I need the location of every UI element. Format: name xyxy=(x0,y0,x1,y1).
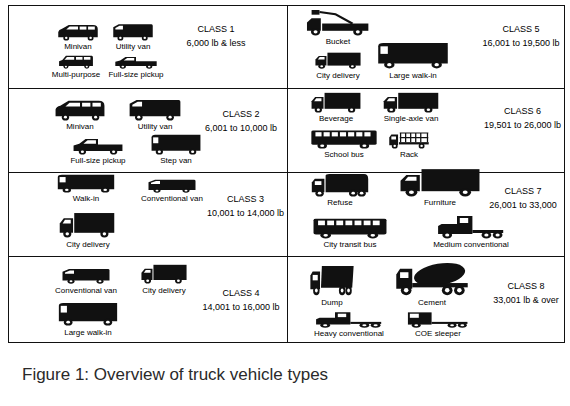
vehicle-label: Beverage xyxy=(319,114,353,124)
van-icon xyxy=(63,269,110,284)
vehicle-label: Refuse xyxy=(327,198,352,208)
delivery-truck-icon xyxy=(141,265,186,284)
weight-range: 10,001 to 14,000 lb xyxy=(207,206,284,220)
weight-range: 14,001 to 16,000 lb xyxy=(202,300,279,314)
van-icon xyxy=(130,100,181,121)
weight-range: 6,000 lb & less xyxy=(186,36,245,50)
vehicle-label: School bus xyxy=(324,150,364,160)
weight-range: 26,001 to 33,000 xyxy=(489,198,557,212)
tractor-icon xyxy=(316,312,381,327)
weight-range: 19,501 to 26,000 lb xyxy=(484,118,561,132)
dump-truck-icon xyxy=(310,266,353,295)
class-name: CLASS 3 xyxy=(207,192,284,206)
vehicle-label: Minivan xyxy=(64,42,92,52)
class-text-block: CLASS 833,001 lb & over xyxy=(493,279,559,307)
vehicle-icons xyxy=(56,10,504,328)
class-text-block: CLASS 310,001 to 14,000 lb xyxy=(207,192,284,220)
pickup-icon xyxy=(74,139,123,155)
class-text-block: CLASS 16,000 lb & less xyxy=(186,22,245,50)
class-text-block: CLASS 414,001 to 16,000 lb xyxy=(202,286,279,314)
weight-range: 6,001 to 10,000 lb xyxy=(205,121,277,135)
class-text-block: CLASS 726,001 to 33,000 xyxy=(489,184,557,212)
vehicle-label: Large walk-in xyxy=(64,328,112,338)
vehicle-label: City transit bus xyxy=(324,240,377,250)
minivan-icon xyxy=(58,25,97,41)
weight-range: 33,001 lb & over xyxy=(493,293,559,307)
vehicle-label: Heavy conventional xyxy=(314,329,384,339)
vehicle-label: Large walk-in xyxy=(389,71,437,81)
vehicle-label: Dump xyxy=(321,298,342,308)
bucket-truck-icon xyxy=(307,10,368,35)
vehicle-label: COE sleeper xyxy=(415,329,461,339)
refuse-truck-icon xyxy=(312,174,368,197)
vehicle-label: Cement xyxy=(418,298,446,308)
suv-icon xyxy=(59,56,93,69)
vehicle-label: Full-size pickup xyxy=(108,70,163,80)
vehicle-label: City delivery xyxy=(66,240,110,250)
van-icon xyxy=(113,24,152,40)
class-name: CLASS 4 xyxy=(202,286,279,300)
delivery-truck-icon xyxy=(60,213,115,237)
beverage-truck-icon xyxy=(312,93,361,113)
class-name: CLASS 5 xyxy=(482,22,559,36)
class-text-block: CLASS 516,001 to 19,500 lb xyxy=(482,22,559,50)
tractor-icon xyxy=(438,216,503,239)
vehicle-label: Full-size pickup xyxy=(70,156,125,166)
pickup-icon xyxy=(115,57,156,69)
vehicle-label: Conventional van xyxy=(55,286,117,296)
vehicle-label: Bucket xyxy=(326,37,350,47)
vehicle-label: Walk-in xyxy=(73,194,99,204)
class-text-block: CLASS 619,501 to 26,000 lb xyxy=(484,104,561,132)
weight-range: 16,001 to 19,500 lb xyxy=(482,36,559,50)
vehicle-label: Minivan xyxy=(66,122,94,132)
vehicle-label: Utility van xyxy=(116,42,151,52)
class-name: CLASS 1 xyxy=(186,22,245,36)
figure-caption: Figure 1: Overview of truck vehicle type… xyxy=(22,364,328,386)
walk-in-icon xyxy=(58,175,114,193)
vehicle-label: Rack xyxy=(400,150,418,160)
class-name: CLASS 8 xyxy=(493,279,559,293)
vehicle-label: Medium conventional xyxy=(433,240,509,250)
school-bus-icon xyxy=(311,131,376,149)
furniture-truck-icon xyxy=(401,169,480,196)
rack-truck-icon xyxy=(389,133,428,149)
vehicle-label: Conventional van xyxy=(141,194,203,204)
coe-tractor-icon xyxy=(408,312,468,327)
delivery-truck-icon xyxy=(315,53,360,69)
vehicle-label: City delivery xyxy=(316,71,360,81)
class-name: CLASS 2 xyxy=(205,107,277,121)
van-icon xyxy=(149,180,196,193)
walk-in-icon xyxy=(378,43,448,68)
vehicle-label: Furniture xyxy=(424,198,456,208)
vehicle-label: City delivery xyxy=(142,286,186,296)
class-band: CLASS 310,001 to 14,000 lb xyxy=(8,172,288,257)
class-band: CLASS 414,001 to 16,000 lb xyxy=(8,256,288,343)
step-van-icon xyxy=(152,135,201,155)
class-band: CLASS 619,501 to 26,000 lb xyxy=(287,88,565,173)
class-name: CLASS 6 xyxy=(484,104,561,118)
class-name: CLASS 7 xyxy=(489,184,557,198)
transit-bus-icon xyxy=(314,219,387,239)
cement-mixer-icon xyxy=(396,260,467,296)
box-truck-icon xyxy=(384,93,439,113)
vehicle-label: Step van xyxy=(160,156,192,166)
vehicle-label: Utility van xyxy=(138,122,173,132)
minivan-icon xyxy=(56,101,105,121)
vehicle-label: Single-axle van xyxy=(384,114,439,124)
class-text-block: CLASS 26,001 to 10,000 lb xyxy=(205,107,277,135)
vehicle-label: Multi-purpose xyxy=(52,70,100,80)
walk-in-icon xyxy=(59,303,117,326)
